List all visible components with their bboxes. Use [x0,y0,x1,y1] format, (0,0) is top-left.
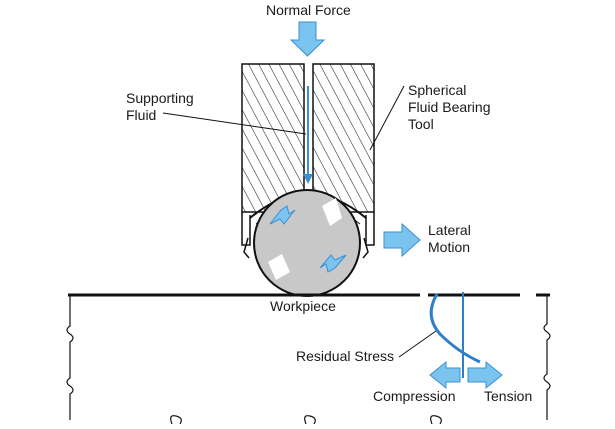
supporting-fluid-label-line1: Supporting [126,90,194,106]
supporting-fluid-label-line2: Fluid [126,107,157,123]
fluid-channel-arrowhead [303,174,313,184]
tool-leader [369,85,405,151]
tool-label-line1: Spherical [408,82,467,98]
normal-force-label: Normal Force [266,2,351,18]
compression-label: Compression [373,388,456,404]
lateral-motion-arrow [383,222,421,258]
compression-arrow [429,360,461,390]
tool-label-line3: Tool [408,116,434,132]
lateral-motion-label-line1: Lateral [428,222,471,238]
ball-highlight-2 [268,254,290,280]
ball-flow-arrow-2 [319,254,347,273]
seal-right [362,237,369,259]
workpiece-right-edge [543,296,551,420]
workpiece-bottom-breaks [170,415,442,425]
ball-flow-arrow-1 [269,205,296,225]
ball-sphere [253,189,361,297]
seal-left [243,237,250,259]
residual-stress-profile [429,292,481,378]
residual-stress-leader [398,330,437,358]
tool-right-block [312,63,375,213]
tension-label: Tension [484,388,533,404]
workpiece-label: Workpiece [270,298,336,314]
tool-left-wall [241,212,251,246]
ball [253,189,361,297]
tension-arrow [467,360,503,390]
lateral-motion-label-line2: Motion [428,239,471,255]
ball-highlight-1 [322,198,342,226]
supporting-fluid-leader [162,112,307,135]
residual-stress-label: Residual Stress [296,348,395,364]
tool-left-block [241,63,305,213]
tool-right-wall [365,212,375,246]
workpiece [66,293,551,425]
tool-label-line2: Fluid Bearing [408,99,491,115]
workpiece-left-edge [66,296,74,420]
stress-curve [429,293,481,364]
normal-force-arrow [289,21,326,57]
